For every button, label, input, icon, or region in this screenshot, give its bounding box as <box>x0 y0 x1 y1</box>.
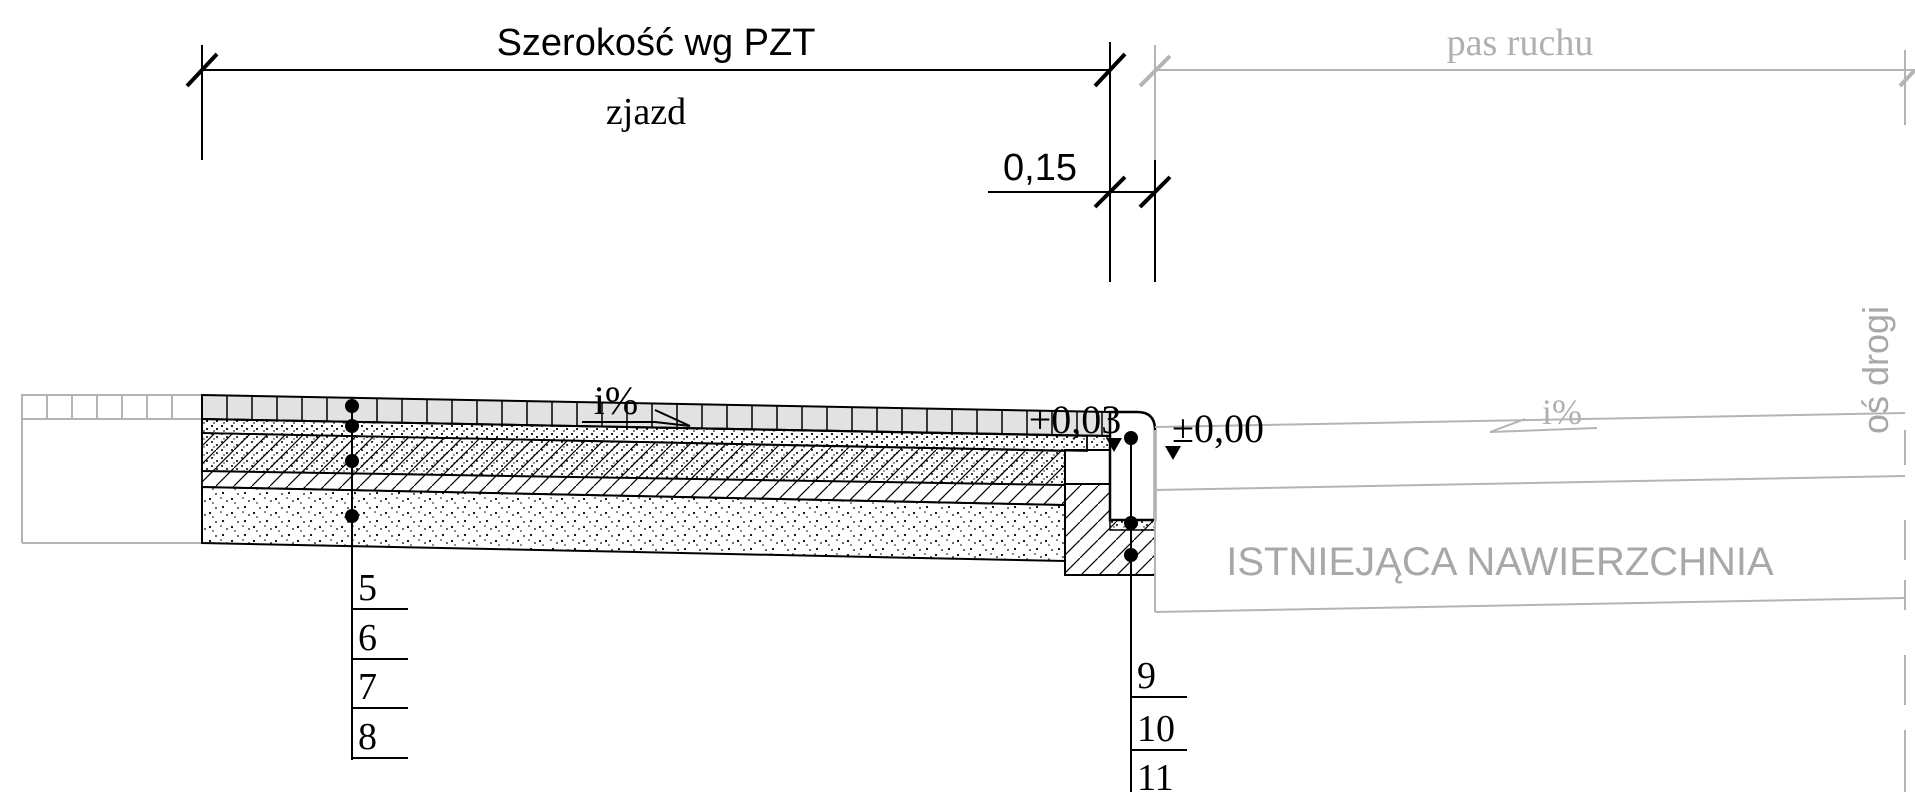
layer-ref-8: 8 <box>358 716 377 758</box>
lane-label: pas ruchu <box>1447 22 1594 64</box>
layer-ref-6: 6 <box>358 617 377 659</box>
existing-sidewalk-left <box>21 394 203 544</box>
left-leader <box>345 399 408 760</box>
layer-ref-11: 11 <box>1137 757 1174 792</box>
curb-offset-label: 0,15 <box>1003 147 1077 189</box>
right-leader <box>1124 431 1187 792</box>
width-label: Szerokość wg PZT <box>497 22 816 64</box>
lane-slope-label: i% <box>1542 392 1582 432</box>
layer-ref-9: 9 <box>1137 655 1156 697</box>
road-elevation-label: ±0,00 <box>1172 406 1264 451</box>
driveway-slope-label: i% <box>594 378 638 423</box>
driveway-slope-arrow <box>582 409 691 427</box>
curb-elevation-marker <box>1106 438 1122 452</box>
layer-ref-10: 10 <box>1137 708 1175 750</box>
lane-dimension <box>1138 45 1915 160</box>
curb-elevation-label: +0,03 <box>1029 397 1122 442</box>
road-elevation-marker <box>1165 446 1181 460</box>
road-axis-label: oś drogi <box>1855 306 1896 434</box>
layer-ref-7: 7 <box>358 666 377 708</box>
curb-offset-dimension <box>988 160 1172 282</box>
driveway-label: zjazd <box>606 91 686 133</box>
layer-ref-5: 5 <box>358 567 377 609</box>
existing-pavement-label: ISTNIEJĄCA NAWIERZCHNIA <box>1226 540 1774 584</box>
lane-slope-arrow <box>1489 418 1598 433</box>
existing-road <box>1154 412 1906 613</box>
bedding-sand-layer <box>201 418 1088 452</box>
width-dimension <box>185 42 1127 282</box>
